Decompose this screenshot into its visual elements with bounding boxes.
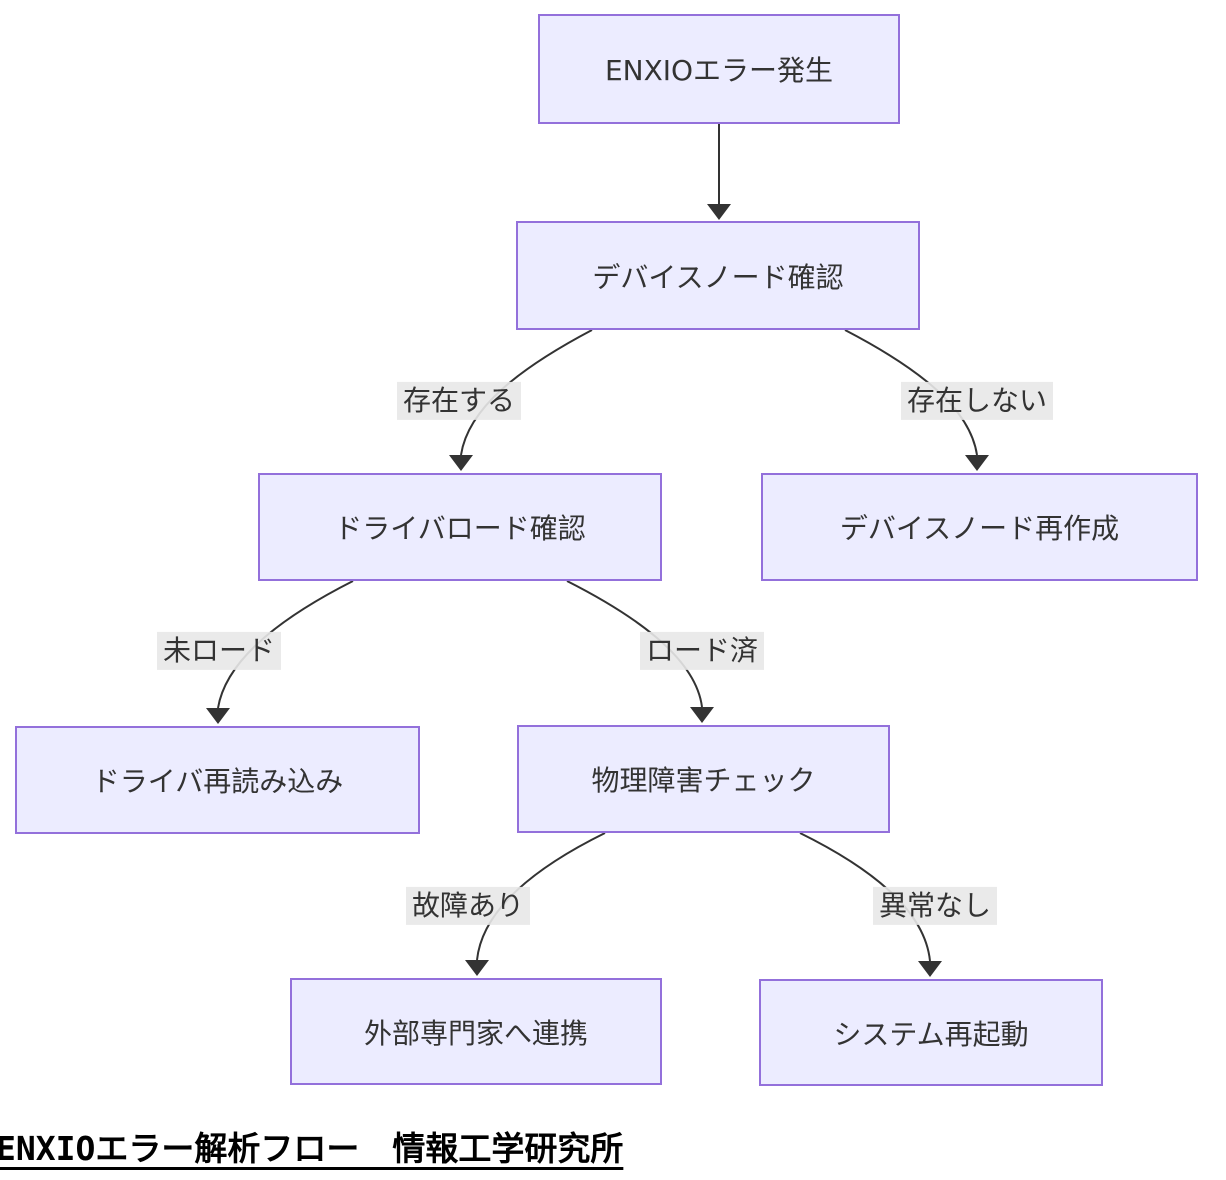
arrowhead-icon bbox=[449, 455, 473, 471]
node-physical-fault-check: 物理障害チェック bbox=[517, 725, 890, 833]
arrowhead-icon bbox=[206, 708, 230, 724]
node-driver-reload: ドライバ再読み込み bbox=[15, 726, 420, 834]
node-external-expert: 外部専門家へ連携 bbox=[290, 978, 662, 1085]
edge-label-fault-found: 故障あり bbox=[405, 886, 531, 926]
edge-label-no-fault: 異常なし bbox=[872, 886, 998, 926]
edge-label-exists: 存在する bbox=[396, 381, 522, 421]
edge-label-not-exists: 存在しない bbox=[900, 381, 1054, 421]
arrowhead-icon bbox=[465, 960, 489, 976]
arrowhead-icon bbox=[918, 961, 942, 977]
arrowhead-icon bbox=[707, 204, 731, 220]
edge-label-not-loaded: 未ロード bbox=[156, 631, 282, 671]
arrowhead-icon bbox=[965, 455, 989, 471]
diagram-caption: ENXIOエラー解析フロー 情報工学研究所 bbox=[0, 1129, 624, 1168]
node-enxio-error: ENXIOエラー発生 bbox=[538, 14, 900, 124]
node-device-node-recreate: デバイスノード再作成 bbox=[761, 473, 1198, 581]
node-system-restart: システム再起動 bbox=[759, 979, 1103, 1086]
node-driver-load-check: ドライバロード確認 bbox=[258, 473, 662, 581]
arrowhead-icon bbox=[690, 707, 714, 723]
node-device-node-check: デバイスノード確認 bbox=[516, 221, 920, 330]
edge-label-loaded: ロード済 bbox=[639, 631, 765, 671]
